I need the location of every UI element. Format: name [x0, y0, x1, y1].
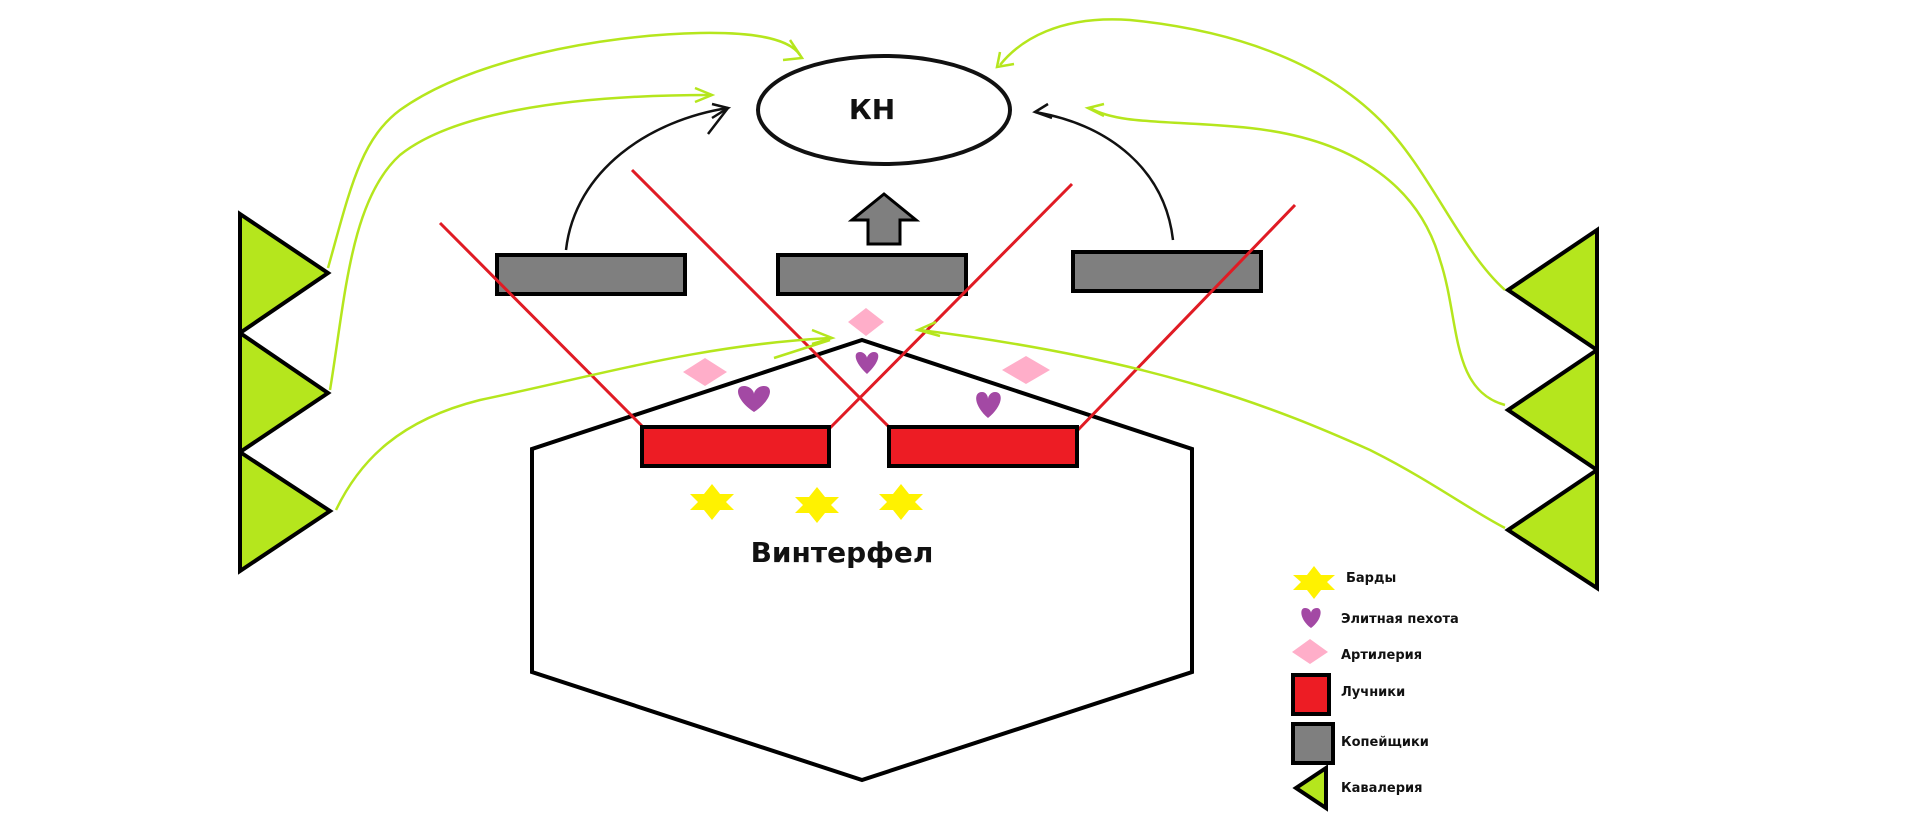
legend-label-cavalry: Кавалерия: [1341, 781, 1423, 796]
elite-left: [738, 386, 770, 412]
artillery-center: [848, 308, 884, 336]
legend-label-spearmen: Копейщики: [1341, 735, 1429, 750]
cav-right-3-arrow: [919, 328, 1506, 530]
bard-2: [795, 487, 839, 523]
spearmen-left-arrow: [564, 106, 729, 251]
archers-left: [640, 425, 831, 468]
bard-3: [879, 484, 923, 520]
artillery-right: [1002, 356, 1050, 384]
fortress-label: Винтерфел: [751, 536, 934, 569]
legend-gray-rect-icon: [1291, 722, 1335, 765]
elite-right: [976, 392, 1001, 418]
cavalry-right-3: [1504, 466, 1599, 592]
target-label: КН: [849, 93, 895, 126]
cavalry-right-1: [1504, 226, 1599, 354]
legend-star-icon: [1293, 566, 1335, 599]
spearmen-center: [776, 253, 968, 296]
elite-center: [855, 352, 879, 374]
cavalry-right-2: [1504, 346, 1599, 474]
fortress-outline: [530, 337, 1194, 783]
legend-label-artillery: Артилерия: [1341, 648, 1422, 663]
archer-fire-lines: [438, 168, 1297, 434]
advance-arrow: [847, 192, 921, 246]
legend-red-rect-icon: [1291, 673, 1331, 716]
legend-label-bards: Барды: [1346, 571, 1396, 586]
bard-1: [690, 484, 734, 520]
cavalry-left: [238, 210, 334, 575]
artillery-left: [683, 358, 727, 386]
legend-heart-icon: [1301, 608, 1321, 628]
cav-right-2-arrow: [1089, 106, 1506, 407]
legend-label-elite: Элитная пехота: [1341, 612, 1459, 627]
bards-units: [690, 484, 923, 523]
spearmen-right: [1071, 250, 1263, 293]
legend-triangle-icon: [1292, 764, 1328, 812]
spearmen-advance-arrows: [564, 102, 1175, 251]
target-ellipse: [756, 54, 1012, 166]
archers-right: [887, 425, 1079, 468]
elite-infantry-units: [738, 352, 1001, 418]
cavalry-left-3: [238, 448, 334, 575]
cavalry-left-2: [238, 329, 332, 456]
cavalry-right: [1504, 226, 1599, 592]
spearmen-left: [495, 253, 687, 296]
spearmen-right-arrow: [1034, 110, 1175, 241]
legend-label-archers: Лучники: [1341, 685, 1405, 700]
legend-diamond-icon: [1292, 639, 1328, 664]
legend: Барды Элитная пехота Артилерия Лучники К…: [1291, 566, 1459, 812]
cavalry-move-arrows: [326, 18, 1506, 530]
cav-left-3-arrow: [334, 336, 831, 511]
cavalry-left-1: [238, 210, 332, 337]
artillery-units: [683, 308, 1050, 386]
cav-left-1-arrow: [326, 31, 802, 269]
cav-left-2-arrow: [328, 93, 711, 391]
cav-right-1-arrow: [999, 18, 1506, 291]
